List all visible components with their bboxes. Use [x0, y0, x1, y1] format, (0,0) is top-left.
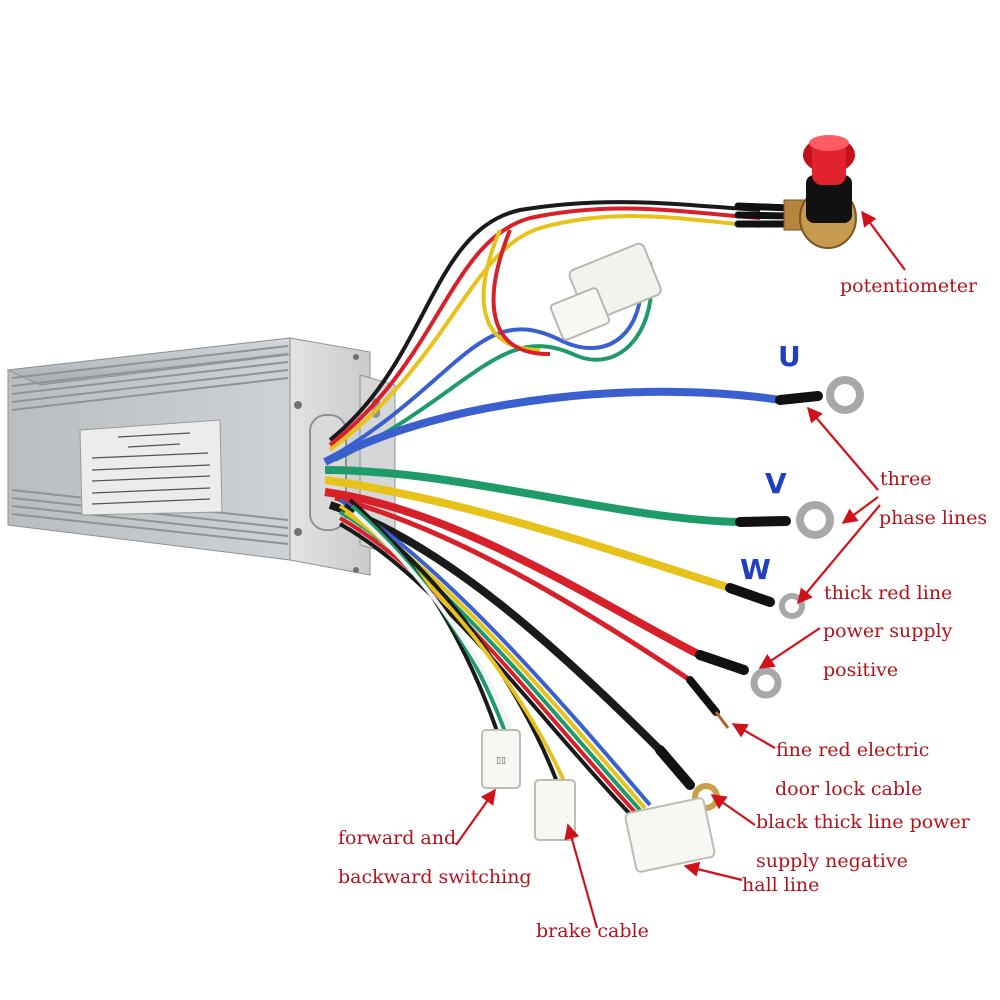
- phase-label-v: V: [765, 467, 787, 500]
- label-forward-and: forward and: [338, 827, 457, 849]
- label-fine-red-electric: fine red electric: [776, 739, 930, 761]
- label-hall-line: hall line: [742, 874, 820, 896]
- screws: [294, 354, 359, 573]
- potentiometer-wire-sleeves: [734, 202, 794, 228]
- label-three: three: [880, 468, 932, 490]
- label-thick-red-line: thick red line: [824, 582, 953, 604]
- label-backward-switching: backward switching: [338, 866, 532, 888]
- label-door-lock-cable: door lock cable: [775, 778, 923, 800]
- label-brake-cable: brake cable: [536, 920, 649, 942]
- label-phase-lines: phase lines: [879, 507, 988, 529]
- label-potentiometer: potentiometer: [840, 275, 978, 297]
- label-supply-negative: supply negative: [756, 850, 908, 872]
- phase-label-w: W: [740, 553, 771, 586]
- hall-connector: [624, 797, 716, 873]
- fine-red-wire: [334, 495, 730, 729]
- potentiometer: [783, 135, 857, 249]
- label-power-supply: power supply: [823, 620, 953, 642]
- thick-red-wire: [324, 488, 782, 699]
- annotation-arrows: [455, 210, 906, 929]
- inline-connector: [549, 242, 662, 341]
- label-positive: positive: [823, 659, 899, 681]
- label-black-thick-line-power: black thick line power: [756, 811, 970, 833]
- phase-wire-w: [324, 476, 805, 619]
- svg-text:▯▯: ▯▯: [496, 756, 506, 766]
- switch-wires: [348, 498, 517, 741]
- phase-label-u: U: [778, 340, 801, 373]
- potentiometer-wires: [328, 200, 761, 462]
- spec-label: [79, 419, 223, 516]
- phase-wire-v: [324, 466, 834, 539]
- phase-wire-u: [323, 376, 864, 466]
- forward-backward-connector: ▯▯: [481, 729, 521, 789]
